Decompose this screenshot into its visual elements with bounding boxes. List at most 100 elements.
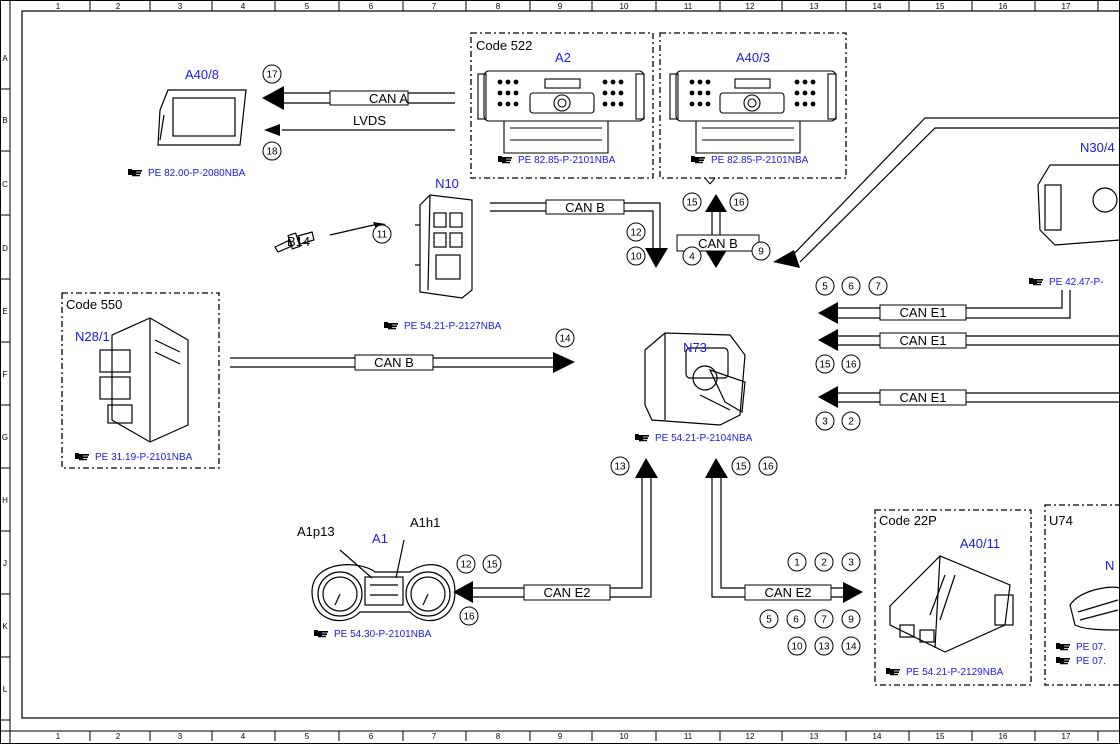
component-labels: A40/8 Code 522 A2 A40/3 N30/4 N10 B14 Co… (66, 38, 1115, 573)
ref-a2[interactable]: PE 82.85-P-2101NBA (518, 155, 616, 166)
column-label: 11 (684, 732, 693, 741)
marker-circle (682, 192, 702, 212)
bus-label-can-e2-left: CAN E2 (544, 585, 591, 600)
pointing-hand-icon (691, 156, 705, 164)
column-label: 14 (873, 2, 882, 11)
ref-a1[interactable]: PE 54.30-P-2101NBA (334, 629, 432, 640)
label-n73: N73 (683, 340, 707, 355)
marker-number: 12 (460, 560, 472, 571)
marker-circle (841, 411, 861, 431)
column-label: 2 (116, 732, 121, 741)
pointing-hand-icon (314, 630, 328, 638)
a40-11-module-drawing (889, 555, 1014, 653)
marker-number: 18 (266, 147, 278, 158)
ref-n73[interactable]: PE 54.21-P-2104NBA (655, 433, 753, 444)
marker-number: 15 (735, 462, 747, 473)
ref-u74-1[interactable]: PE 07. (1076, 642, 1106, 653)
bus-label-boxes (329, 90, 967, 601)
n30-4-module-drawing (1037, 164, 1120, 246)
column-label: 4 (241, 732, 246, 741)
ref-a40-3[interactable]: PE 82.85-P-2101NBA (711, 155, 809, 166)
row-label: K (2, 622, 8, 631)
marker-number: 6 (793, 615, 799, 626)
column-label: 17 (1062, 2, 1071, 11)
row-label: D (2, 244, 8, 253)
marker-number: 9 (758, 247, 764, 258)
row-label: A (2, 54, 8, 63)
marker-number: 17 (266, 70, 278, 81)
column-label: 14 (873, 732, 882, 741)
marker-number: 14 (559, 334, 571, 345)
marker-number: 11 (377, 230, 388, 241)
bus-lines (230, 92, 1120, 598)
marker-number: 15 (486, 560, 498, 571)
row-label: H (2, 496, 8, 505)
marker-circle (787, 552, 807, 572)
code-522: Code 522 (476, 38, 532, 53)
marker-circle (841, 609, 861, 629)
label-u74-n: N (1105, 558, 1114, 573)
bus-labels: CAN A LVDS CAN B CAN B CAN B CAN E1 CAN … (353, 91, 946, 600)
ref-a40-11[interactable]: PE 54.21-P-2129NBA (906, 667, 1004, 678)
bus-label-lvds: LVDS (353, 113, 386, 128)
row-label: G (2, 433, 8, 442)
label-b14: B14 (287, 234, 310, 249)
ref-n10[interactable]: PE 54.21-P-2127NBA (404, 321, 502, 332)
pointing-hand-icon (1056, 657, 1070, 665)
ref-n30-4[interactable]: PE 42.47-P- (1049, 277, 1103, 288)
ref-n28-1[interactable]: PE 31.19-P-2101NBA (95, 452, 193, 463)
marker-circle (814, 552, 834, 572)
column-label: 12 (746, 2, 755, 11)
ref-a40-8[interactable]: PE 82.00-P-2080NBA (148, 168, 246, 179)
arrow-up-n73-left (635, 458, 658, 478)
marker-circle (372, 224, 392, 244)
marker-number: 3 (822, 417, 828, 428)
a2-buttons (497, 79, 624, 107)
marker-circle (626, 246, 646, 266)
marker-circle (731, 456, 751, 476)
arrow-heads (262, 86, 863, 603)
arrow-left-can-e1-3 (818, 386, 838, 408)
arrow-down-can-b (645, 248, 668, 268)
label-a40-8: A40/8 (185, 67, 219, 82)
bus-label-can-e1-1: CAN E1 (900, 305, 947, 320)
marker-circle (626, 222, 646, 242)
marker-circle (262, 64, 282, 84)
arrow-left-can-e1-1 (818, 302, 838, 324)
bus-label-can-e1-2: CAN E1 (900, 333, 947, 348)
pointing-hand-icon (886, 668, 900, 676)
marker-circle (751, 241, 771, 261)
column-label: 15 (936, 732, 945, 741)
marker-number: 16 (733, 198, 745, 209)
column-label: 1 (56, 2, 61, 11)
marker-number: 2 (821, 558, 827, 569)
column-label: 8 (496, 2, 501, 11)
a2-head-unit-drawing (477, 70, 645, 154)
marker-circle (868, 276, 888, 296)
bus-label-can-e2-right: CAN E2 (765, 585, 812, 600)
ref-u74-2[interactable]: PE 07. (1076, 656, 1106, 667)
label-n10: N10 (435, 176, 459, 191)
code-u74: U74 (1049, 513, 1073, 528)
arrow-up-can-b (705, 194, 727, 212)
u74-module-drawing (1069, 586, 1120, 631)
marker-circle (555, 328, 575, 348)
marker-circle (841, 636, 861, 656)
references: PE 82.00-P-2080NBA PE 82.85-P-2101NBA PE… (75, 155, 1106, 678)
column-label: 4 (241, 2, 246, 11)
column-label: 3 (178, 732, 183, 741)
column-label: 10 (620, 2, 629, 11)
pointing-hand-icon (75, 453, 89, 461)
marker-circle (610, 456, 630, 476)
marker-circle (729, 192, 749, 212)
column-label: 9 (558, 2, 563, 11)
option-boxes (61, 32, 1120, 686)
marker-number: 16 (762, 462, 774, 473)
column-label: 8 (496, 732, 501, 741)
code-550: Code 550 (66, 297, 122, 312)
column-label: 10 (620, 732, 629, 741)
column-label: 2 (116, 2, 121, 11)
n28-1-module-drawing (99, 317, 189, 443)
marker-number: 13 (818, 642, 830, 653)
